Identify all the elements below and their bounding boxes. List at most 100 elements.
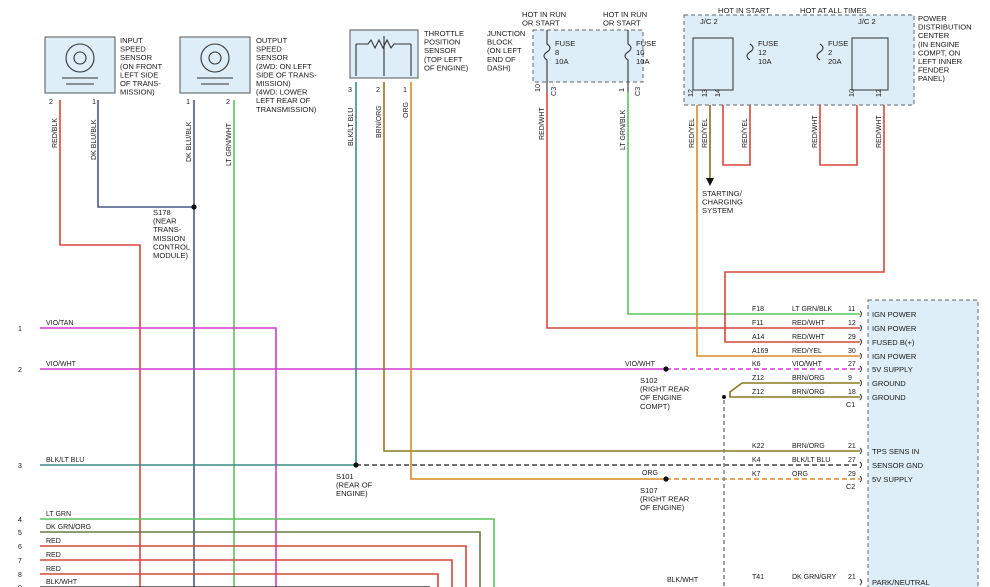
wire-vio-tan bbox=[40, 327, 277, 587]
pcm-pin-label: 29 bbox=[848, 471, 856, 478]
left-row-wire-label: VIO/WHT bbox=[46, 361, 77, 368]
pcm-cavity-label: K22 bbox=[752, 443, 765, 450]
pcm-pin-label: 18 bbox=[848, 389, 856, 396]
pcm-pin-chevron bbox=[859, 578, 862, 586]
wire-label: RED/BLK bbox=[52, 118, 59, 148]
conn-label: C3 bbox=[549, 87, 558, 96]
pcm-wire-label: BRN/ORG bbox=[792, 443, 825, 450]
pcm-cavity-label: K6 bbox=[752, 361, 761, 368]
left-row-number: 7 bbox=[18, 558, 22, 565]
wire-tps-brn-org bbox=[383, 82, 860, 452]
wire-pdc-red-yel-1 bbox=[696, 92, 860, 357]
pin-label: 1 bbox=[186, 97, 190, 106]
pcm-function-label: TPS SENS IN bbox=[872, 447, 919, 456]
pcm-function-label: IGN POWER bbox=[872, 352, 917, 361]
pcm-pin-label: 9 bbox=[848, 375, 852, 382]
pin-label: 3 bbox=[348, 85, 352, 94]
pin-label: 10 bbox=[533, 84, 542, 92]
wire-label: RED/WHT bbox=[876, 115, 883, 148]
splice-dot bbox=[663, 476, 669, 482]
pcm-wire-label: BRN/ORG bbox=[792, 375, 825, 382]
pcm-pin-chevron bbox=[859, 324, 862, 332]
wire-label: RED/YEL bbox=[689, 118, 696, 148]
pin-label: 2 bbox=[376, 85, 380, 94]
pcm-wire-label: BRN/ORG bbox=[792, 389, 825, 396]
pin-label: 10 bbox=[847, 89, 856, 97]
wire-label: LT GRN/WHT bbox=[226, 122, 233, 166]
pin-label: 1 bbox=[92, 97, 96, 106]
pin-label: 1 bbox=[403, 85, 407, 94]
pcm-cavity-label: F11 bbox=[752, 320, 764, 327]
wire-dk-blu-blk-1 bbox=[97, 100, 194, 208]
pcm-cavity-label: T41 bbox=[752, 574, 764, 581]
splice-dot bbox=[663, 366, 669, 372]
arrow-down-icon bbox=[706, 178, 714, 186]
pcm-pin-label: 30 bbox=[848, 348, 856, 355]
pcm-pin-label: 11 bbox=[848, 306, 855, 313]
pin-label: 12 bbox=[686, 89, 695, 97]
conn-label: C3 bbox=[633, 87, 642, 96]
pcm-pin-chevron bbox=[859, 447, 862, 455]
splice-dot bbox=[191, 204, 197, 210]
wire-label: DK BLU/BLK bbox=[91, 119, 98, 160]
pin-label: 14 bbox=[713, 89, 722, 97]
ground-dot bbox=[722, 395, 726, 399]
wire-red-7 bbox=[40, 559, 453, 587]
wire-label: RED/WHT bbox=[539, 107, 546, 140]
pcm-wire-label: RED/WHT bbox=[792, 334, 825, 341]
pcm-wire-label: LT GRN/BLK bbox=[792, 306, 833, 313]
wire-red-blk bbox=[59, 100, 141, 587]
pcm-function-label: GROUND bbox=[872, 379, 906, 388]
hot-label: HOT IN START bbox=[718, 6, 770, 15]
pcm-function-label: IGN POWER bbox=[872, 324, 917, 333]
wire-dk-grn-org bbox=[40, 531, 481, 587]
left-row-wire-label: DK GRN/ORG bbox=[46, 524, 91, 531]
pcm-function-label: PARK/NEUTRAL bbox=[872, 578, 930, 587]
hot-label: HOT AT ALL TIMES bbox=[800, 6, 867, 15]
pcm-pin-chevron bbox=[859, 365, 862, 373]
pcm-pin-label: 27 bbox=[848, 457, 856, 464]
left-row-wire-label: BLK/WHT bbox=[46, 579, 78, 586]
pcm-function-label: 5V SUPPLY bbox=[872, 475, 913, 484]
left-row-number: 1 bbox=[18, 326, 22, 333]
wire-label: DK BLU/BLK bbox=[186, 121, 193, 162]
pcm-function-label: GROUND bbox=[872, 393, 906, 402]
wire-tps-org bbox=[410, 82, 666, 480]
left-row-wire-label: RED bbox=[46, 566, 61, 573]
mid-wire-label: ORG bbox=[642, 470, 658, 477]
wire-red-6 bbox=[40, 545, 467, 587]
pin-label: 12 bbox=[874, 89, 883, 97]
pin-label: 13 bbox=[700, 89, 709, 97]
pcm-pin-label: 29 bbox=[848, 334, 856, 341]
pcm-pin-chevron bbox=[859, 310, 862, 318]
pcm-wire-label: ORG bbox=[792, 471, 808, 478]
pcm-pin-label: 27 bbox=[848, 361, 856, 368]
wires bbox=[40, 44, 885, 587]
jc-label: J/C 2 bbox=[700, 17, 718, 26]
pcm-cavity-label: A14 bbox=[752, 334, 765, 341]
wire-label: RED/WHT bbox=[812, 115, 819, 148]
potentiometer-icon bbox=[355, 36, 412, 76]
pcm-function-label: IGN POWER bbox=[872, 310, 917, 319]
pcm-cavity-label: K7 bbox=[752, 471, 761, 478]
